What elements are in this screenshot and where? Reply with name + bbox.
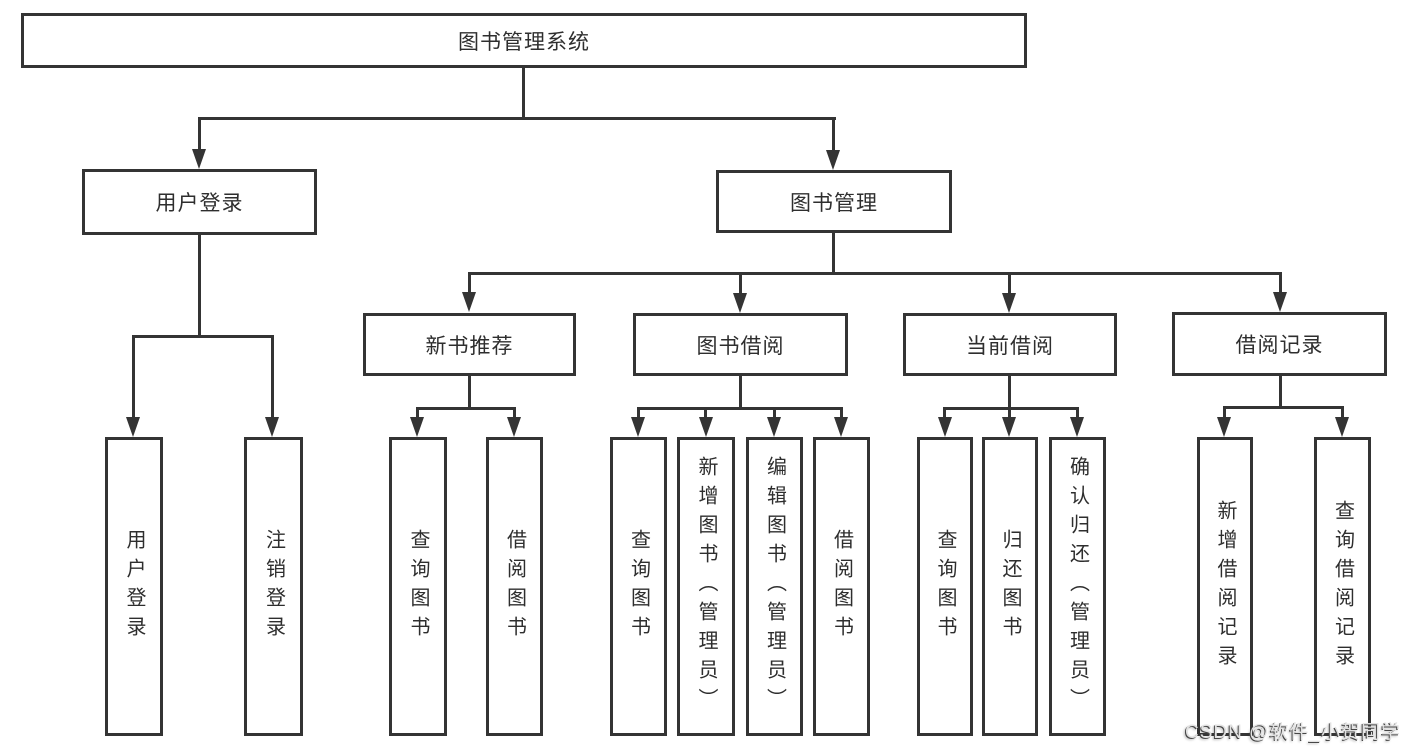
- arrow-down-icon: [1070, 417, 1084, 437]
- node-book-borrow-label: 图书借阅: [696, 334, 785, 358]
- connector-to-book-borrow: [739, 272, 742, 293]
- connector-level3-rail: [468, 272, 1282, 275]
- connector-user-login-rail: [132, 335, 274, 338]
- arrow-down-icon: [631, 417, 645, 437]
- leaf-label: 新增图书（管理员）: [695, 456, 717, 717]
- leaf-label: 用户登录: [123, 528, 145, 645]
- leaf-label: 归还图书: [999, 528, 1021, 645]
- arrow-down-icon: [265, 417, 279, 437]
- node-book-borrow: 图书借阅: [633, 313, 848, 376]
- connector-current-borrow-rail: [943, 407, 1079, 410]
- node-borrow-record: 借阅记录: [1172, 312, 1387, 376]
- leaf-label: 借阅图书: [503, 528, 526, 645]
- connector-to-new-book: [468, 272, 471, 292]
- connector-root-stem: [522, 68, 525, 118]
- leaf-query-book-recommend: 查询图书: [389, 437, 447, 736]
- connector-level2-rail: [198, 117, 836, 120]
- node-root: 图书管理系统: [21, 13, 1027, 68]
- leaf-label: 编辑图书（管理员）: [763, 456, 786, 717]
- leaf-logout: 注销登录: [244, 437, 303, 736]
- connector-borrow-record-rail: [1223, 406, 1344, 409]
- node-book-mgmt-label: 图书管理: [790, 191, 878, 215]
- connector-to-current-borrow: [1008, 272, 1011, 293]
- leaf-label: 查询图书: [934, 528, 956, 645]
- arrow-down-icon: [938, 417, 952, 437]
- node-user-login-label: 用户登录: [155, 192, 244, 215]
- connector-to-book-mgmt: [832, 117, 835, 151]
- leaf-query-borrow-record: 查询借阅记录: [1314, 437, 1371, 736]
- leaf-add-book-admin: 新增图书（管理员）: [677, 437, 735, 736]
- node-user-login: 用户登录: [82, 169, 317, 235]
- connector-new-book-rail: [416, 407, 516, 410]
- watermark-text: CSDN @软件_小贺同学: [1185, 722, 1401, 743]
- arrow-down-icon: [192, 149, 206, 169]
- arrow-down-icon: [1217, 417, 1231, 437]
- connector-new-book-stem: [468, 376, 471, 407]
- connector-leaf: [416, 407, 419, 417]
- connector-leaf: [1076, 407, 1079, 417]
- arrow-down-icon: [126, 417, 140, 437]
- arrow-down-icon: [1273, 292, 1287, 312]
- node-current-borrow: 当前借阅: [903, 313, 1117, 376]
- arrow-down-icon: [1002, 417, 1016, 437]
- arrow-down-icon: [834, 417, 848, 437]
- connector-current-borrow-stem: [1008, 376, 1011, 407]
- leaf-user-login: 用户登录: [105, 437, 163, 736]
- connector-book-mgmt-stem: [832, 233, 835, 272]
- arrow-down-icon: [507, 417, 521, 437]
- connector-leaf: [704, 407, 707, 417]
- leaf-label: 查询图书: [407, 528, 429, 645]
- connector-leaf: [637, 407, 640, 417]
- connector-book-borrow-stem: [739, 376, 742, 407]
- leaf-label: 查询借阅记录: [1331, 499, 1354, 674]
- connector-to-user-login: [198, 117, 201, 150]
- leaf-borrow-book: 借阅图书: [813, 437, 870, 736]
- connector-leaf: [943, 407, 946, 417]
- leaf-label: 确认归还（管理员）: [1066, 456, 1089, 717]
- connector-leaf: [1223, 406, 1226, 417]
- node-new-book-recommend-label: 新书推荐: [425, 334, 514, 358]
- connector-borrow-record-stem: [1279, 376, 1282, 406]
- node-new-book-recommend: 新书推荐: [363, 313, 576, 376]
- connector-to-leaf-user-login: [132, 335, 135, 417]
- leaf-confirm-return-admin: 确认归还（管理员）: [1049, 437, 1106, 736]
- arrow-down-icon: [826, 150, 840, 170]
- connector-user-login-stem: [198, 235, 201, 335]
- connector-to-leaf-logout: [271, 335, 274, 417]
- node-current-borrow-label: 当前借阅: [966, 334, 1054, 358]
- leaf-query-book-current: 查询图书: [917, 437, 973, 736]
- node-root-label: 图书管理系统: [458, 30, 590, 54]
- arrow-down-icon: [1002, 293, 1016, 313]
- leaf-label: 查询图书: [627, 528, 650, 645]
- leaf-edit-book-admin: 编辑图书（管理员）: [746, 437, 803, 736]
- leaf-add-borrow-record: 新增借阅记录: [1197, 437, 1253, 736]
- leaf-label: 新增借阅记录: [1214, 499, 1236, 674]
- leaf-label: 借阅图书: [830, 528, 853, 645]
- arrow-down-icon: [733, 293, 747, 313]
- leaf-borrow-book-recommend: 借阅图书: [486, 437, 543, 736]
- leaf-label: 注销登录: [262, 528, 285, 645]
- arrow-down-icon: [699, 417, 713, 437]
- leaf-return-book: 归还图书: [982, 437, 1038, 736]
- connector-to-borrow-record: [1279, 272, 1282, 292]
- connector-leaf: [1008, 407, 1011, 417]
- arrow-down-icon: [1335, 417, 1349, 437]
- node-book-mgmt: 图书管理: [716, 170, 952, 233]
- node-borrow-record-label: 借阅记录: [1235, 334, 1324, 357]
- connector-leaf: [1341, 406, 1344, 417]
- arrow-down-icon: [767, 417, 781, 437]
- connector-leaf: [773, 407, 776, 417]
- connector-leaf: [840, 407, 843, 417]
- arrow-down-icon: [410, 417, 424, 437]
- connector-book-borrow-rail: [637, 407, 843, 410]
- arrow-down-icon: [462, 292, 476, 312]
- leaf-query-book-borrow: 查询图书: [610, 437, 667, 736]
- connector-leaf: [513, 407, 516, 417]
